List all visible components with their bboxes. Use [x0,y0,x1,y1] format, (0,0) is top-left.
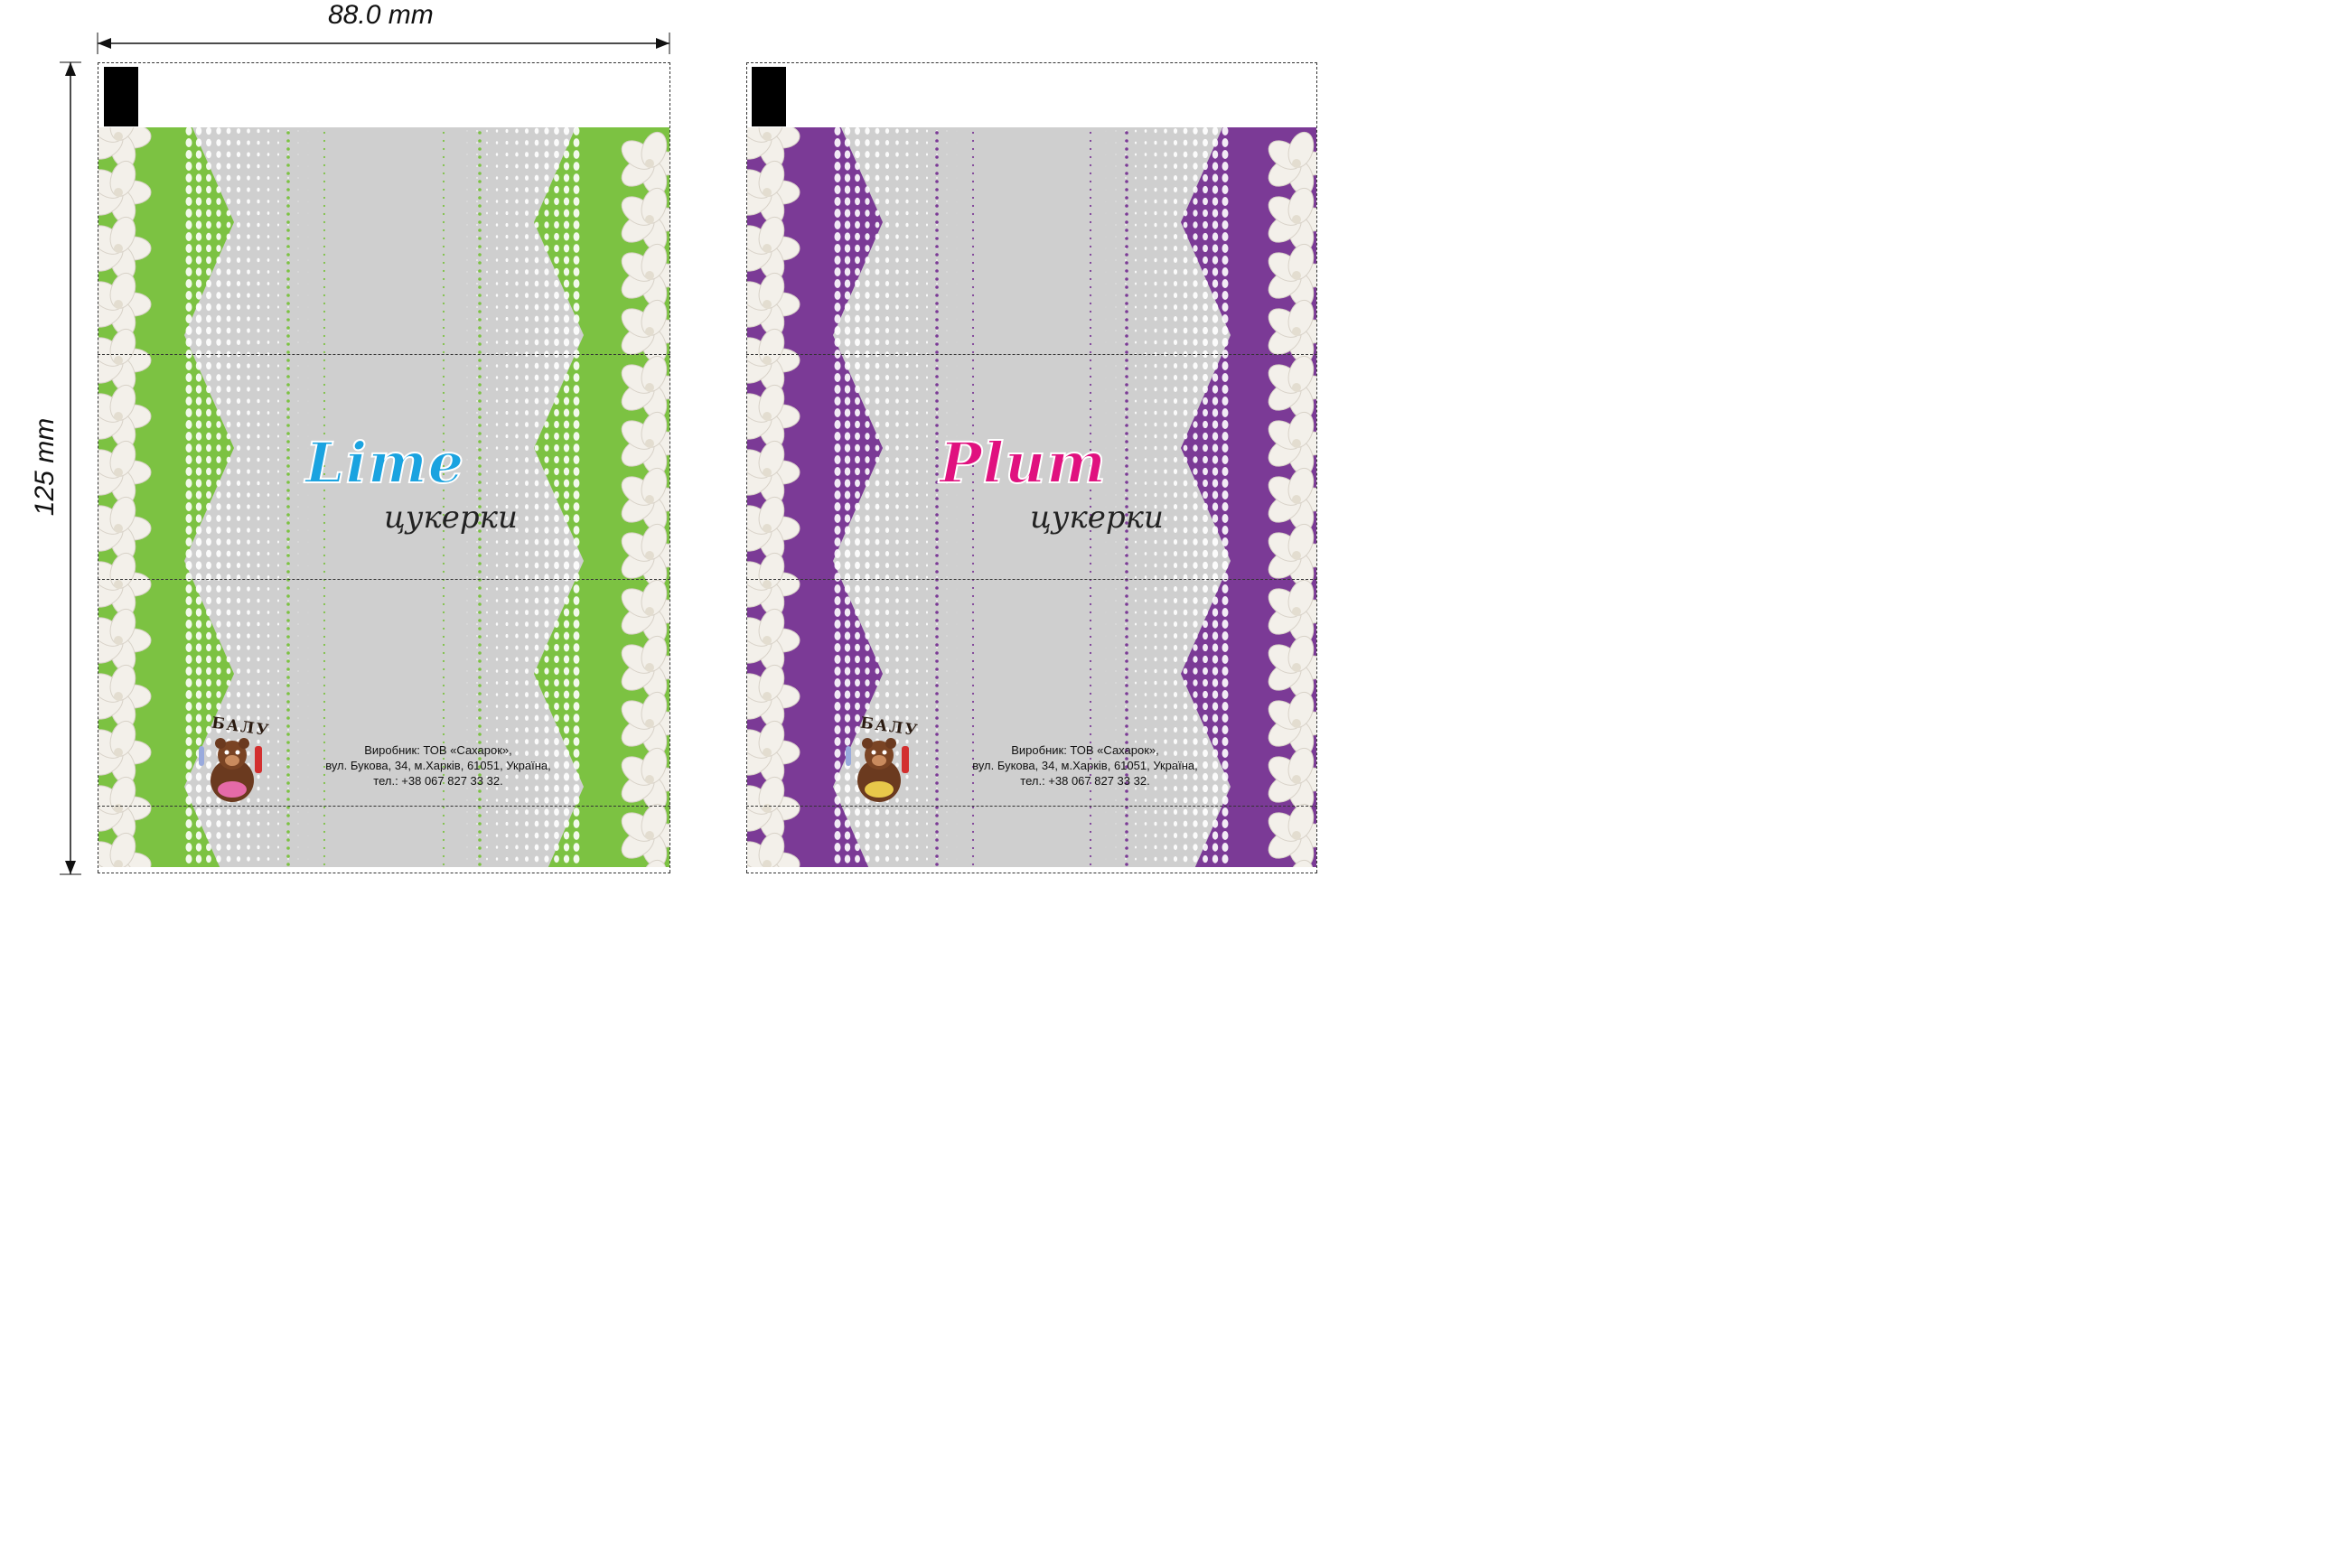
fold-line [746,579,1317,580]
manufacturer-line: Виробник: ТОВ «Сахарок», [1011,743,1159,757]
product-subtitle: цукерки [1030,499,1164,536]
cut-line-top [98,62,670,63]
cut-line-right [669,62,670,873]
fold-line [746,354,1317,355]
wrapper-pattern [747,127,1316,867]
registration-mark [752,67,786,126]
registration-mark [104,67,138,126]
fold-line [98,806,670,807]
cut-line-top [746,62,1317,63]
wrapper-lime [98,127,669,867]
phone-line: тел.: +38 067 827 33 32. [1020,774,1150,788]
cut-line-right [1316,62,1317,873]
width-dimension-label: 88.0 mm [328,0,434,30]
fold-line [98,354,670,355]
address-line: вул. Букова, 34, м.Харків, 61051, Україн… [325,759,551,772]
phone-line: тел.: +38 067 827 33 32. [373,774,503,788]
product-subtitle: цукерки [384,499,518,536]
manufacturer-info: Виробник: ТОВ «Сахарок», вул. Букова, 34… [289,742,587,789]
bear-logo [846,738,909,802]
height-dimension-label: 125 mm [30,417,60,517]
wrapper-pattern [98,127,669,867]
wrapper-plum [747,127,1316,867]
fold-line [98,579,670,580]
manufacturer-info: Виробник: ТОВ «Сахарок», вул. Букова, 34… [936,742,1234,789]
fold-line [746,806,1317,807]
width-dimension-arrow [97,33,670,54]
address-line: вул. Букова, 34, м.Харків, 61051, Україн… [972,759,1198,772]
product-name: Plum [939,429,1107,497]
height-dimension-arrow [60,61,81,875]
bear-logo [199,738,262,802]
manufacturer-line: Виробник: ТОВ «Сахарок», [364,743,512,757]
product-name: Lime [304,429,465,497]
